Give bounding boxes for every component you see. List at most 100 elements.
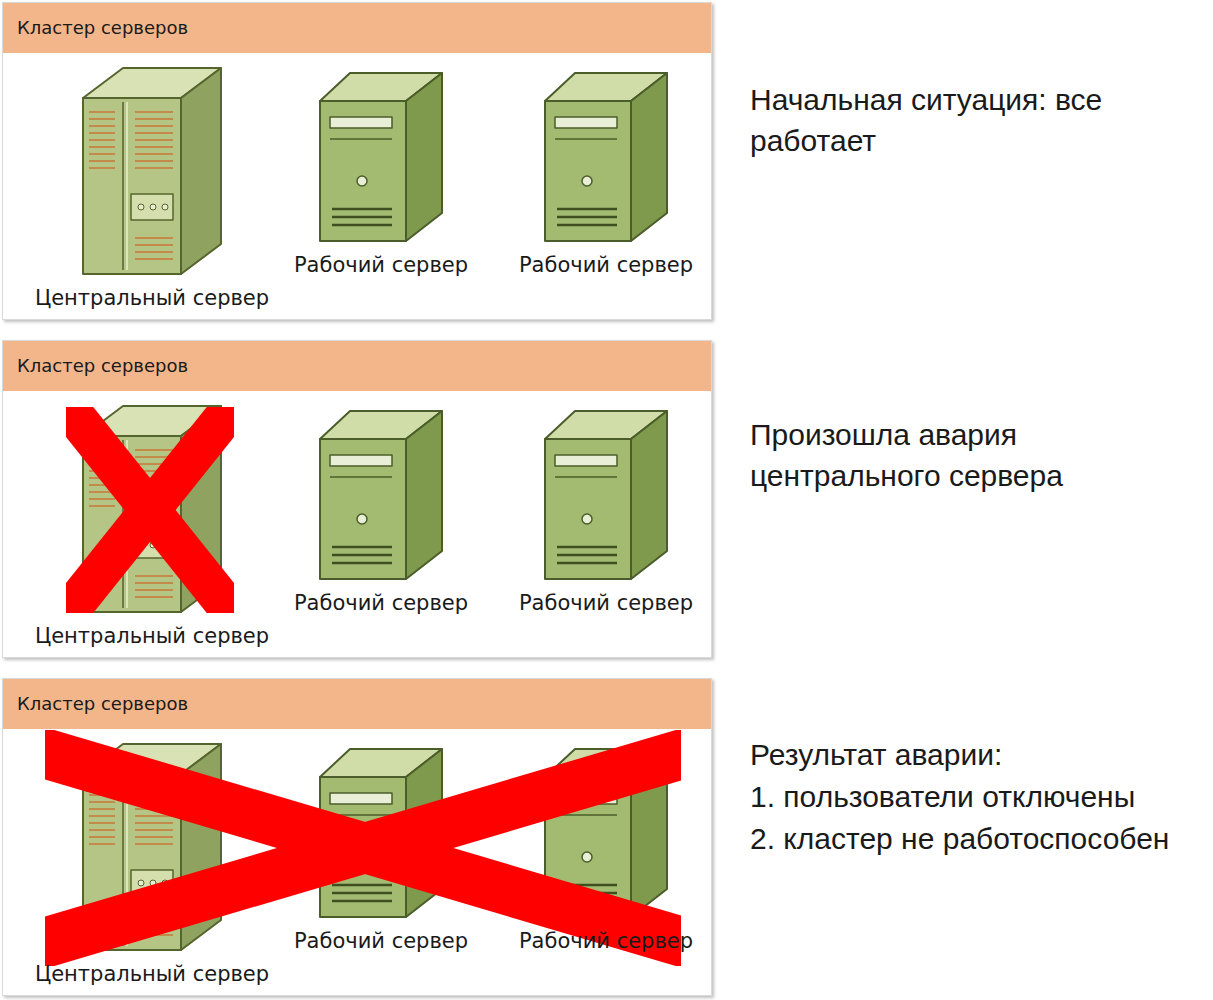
panel-button (162, 204, 168, 210)
vent-line (135, 251, 173, 253)
vent-line (135, 160, 173, 162)
cross-bar (66, 407, 234, 613)
door-edge (126, 440, 128, 608)
server-front (83, 774, 181, 950)
worker-server: Рабочий сервер (318, 71, 444, 243)
vent-line (135, 787, 173, 789)
vent-line (89, 470, 115, 472)
drive-slot (330, 455, 392, 466)
vent-line (135, 258, 173, 260)
vent-line (89, 139, 115, 141)
panel-header: Кластер серверов (3, 679, 711, 729)
vent-line (89, 829, 115, 831)
vent-line (135, 167, 173, 169)
vent-line (135, 111, 173, 113)
server-label: Рабочий сервер (294, 591, 468, 615)
vent-line (135, 589, 173, 591)
panel-line (555, 814, 617, 816)
central-server: Центральный сервер (81, 404, 223, 614)
vent-line (89, 843, 115, 845)
vent-line (332, 208, 392, 211)
door-line (122, 102, 124, 270)
vent-line (89, 146, 115, 148)
vent-line (89, 463, 115, 465)
door-line (122, 778, 124, 946)
panel-title: Кластер серверов (3, 341, 711, 391)
vent-line (89, 815, 115, 817)
vent-line (135, 801, 173, 803)
vent-line (135, 153, 173, 155)
vent-line (135, 139, 173, 141)
server-front (545, 777, 631, 917)
cluster-panel: Кластер серверовЦентральный серверРабочи… (2, 340, 712, 658)
vent-line (135, 146, 173, 148)
vent-line (89, 794, 115, 796)
door-edge (126, 778, 128, 946)
vent-line (135, 829, 173, 831)
vent-line (89, 160, 115, 162)
vent-line (89, 449, 115, 451)
vent-line (135, 244, 173, 246)
vent-line (89, 167, 115, 169)
vent-line (135, 470, 173, 472)
central-server: Центральный сервер (81, 742, 223, 952)
server-icon (318, 409, 444, 581)
server-label: Рабочий сервер (294, 253, 468, 277)
note-text: 2. кластер не работоспособен (750, 819, 1205, 860)
vent-line (135, 794, 173, 796)
scenario-note: 2. кластер не работоспособен (750, 819, 1205, 860)
scenario-note: Произошла авария центрального сервера (750, 415, 1205, 496)
server-label: Центральный сервер (35, 962, 269, 986)
vent-line (135, 934, 173, 936)
server-label: Центральный сервер (35, 624, 269, 648)
vent-line (135, 927, 173, 929)
panel-button (150, 542, 156, 548)
worker-server: Рабочий сервер (543, 409, 669, 581)
server-front (545, 439, 631, 579)
vent-line (332, 224, 392, 227)
server-side (181, 68, 221, 274)
server-label: Рабочий сервер (519, 591, 693, 615)
worker-server: Рабочий сервер (543, 747, 669, 919)
power-button (357, 514, 367, 524)
vent-line (135, 237, 173, 239)
server-side (181, 406, 221, 612)
door-line (122, 440, 124, 608)
control-panel (131, 532, 173, 558)
vent-line (89, 491, 115, 493)
server-label: Центральный сервер (35, 286, 269, 310)
server-front (83, 98, 181, 274)
vent-line (89, 118, 115, 120)
power-button (357, 176, 367, 186)
vent-line (557, 892, 617, 895)
server-side (406, 411, 442, 579)
panel-line (330, 814, 392, 816)
vent-line (135, 575, 173, 577)
note-text: 1. пользователи отключены (750, 777, 1205, 818)
server-side (631, 411, 667, 579)
vent-line (135, 582, 173, 584)
vent-line (557, 554, 617, 557)
vent-line (89, 153, 115, 155)
cluster-panel: Кластер серверовЦентральный сервер Рабочи… (2, 678, 712, 996)
server-side (631, 73, 667, 241)
panel-button (162, 542, 168, 548)
scenario-note: Результат аварии: (750, 735, 1205, 776)
drive-slot (555, 455, 617, 466)
vent-line (89, 505, 115, 507)
power-button (582, 852, 592, 862)
vent-line (332, 562, 392, 565)
vent-line (89, 787, 115, 789)
server-icon (318, 747, 444, 919)
vent-line (135, 815, 173, 817)
note-text: Произошла авария центрального сервера (750, 415, 1205, 496)
drive-slot (555, 793, 617, 804)
panel-button (150, 880, 156, 886)
vent-line (135, 491, 173, 493)
vent-line (89, 456, 115, 458)
vent-line (135, 822, 173, 824)
vent-line (135, 836, 173, 838)
vent-line (135, 484, 173, 486)
vent-line (135, 463, 173, 465)
panel-button (138, 880, 144, 886)
